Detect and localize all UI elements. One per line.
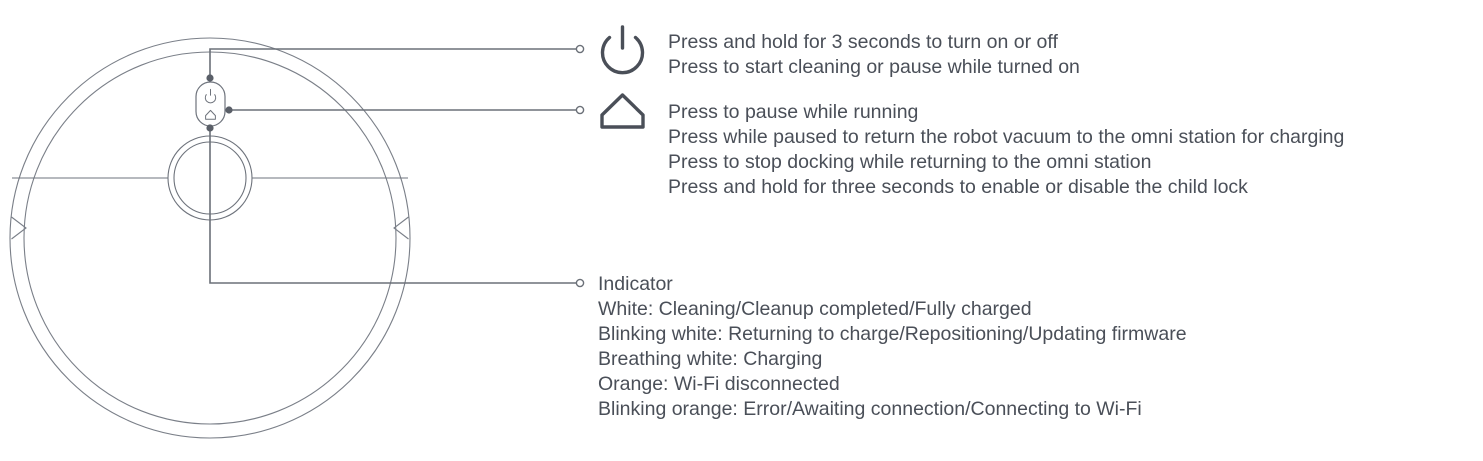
power-icon [600,25,645,75]
callout-indicator-line-4: Orange: Wi-Fi disconnected [598,373,840,395]
leader-indicator [209,128,579,284]
leader-anchor-indicator [206,124,214,132]
callout-indicator-title: Indicator [598,273,673,295]
leader-endpoint-indicator [575,278,585,288]
leader-lines [206,44,585,288]
callout-power-line-2: Press to start cleaning or pause while t… [668,56,1080,78]
leader-endpoint-home [575,105,585,115]
leader-anchor-home [225,106,233,114]
callout-power: Press and hold for 3 seconds to turn on … [600,25,1080,78]
leader-endpoint-power [575,44,585,54]
callout-indicator: Indicator White: Cleaning/Cleanup comple… [598,273,1187,420]
vacuum-outer-shell [9,37,411,439]
callout-home: Press to pause while running Press while… [600,93,1344,198]
callout-indicator-line-5: Blinking orange: Error/Awaiting connecti… [598,398,1142,420]
leader-anchor-power [206,74,214,82]
callout-power-line-1: Press and hold for 3 seconds to turn on … [668,31,1058,53]
callout-indicator-line-3: Breathing white: Charging [598,348,822,370]
callout-home-line-4: Press and hold for three seconds to enab… [668,176,1248,198]
bumper-split-right [393,216,409,240]
callout-home-line-2: Press while paused to return the robot v… [668,126,1344,148]
callout-indicator-line-2: Blinking white: Returning to charge/Repo… [598,323,1187,345]
pod-power-icon[interactable] [204,88,217,104]
bumper-split-left [11,216,27,240]
leader-power [209,48,579,78]
home-icon [600,93,645,129]
callout-indicator-line-1: White: Cleaning/Cleanup completed/Fully … [598,298,1032,320]
callout-home-line-1: Press to pause while running [668,101,918,123]
callout-home-line-3: Press to stop docking while returning to… [668,151,1151,173]
pod-home-icon[interactable] [205,109,216,120]
